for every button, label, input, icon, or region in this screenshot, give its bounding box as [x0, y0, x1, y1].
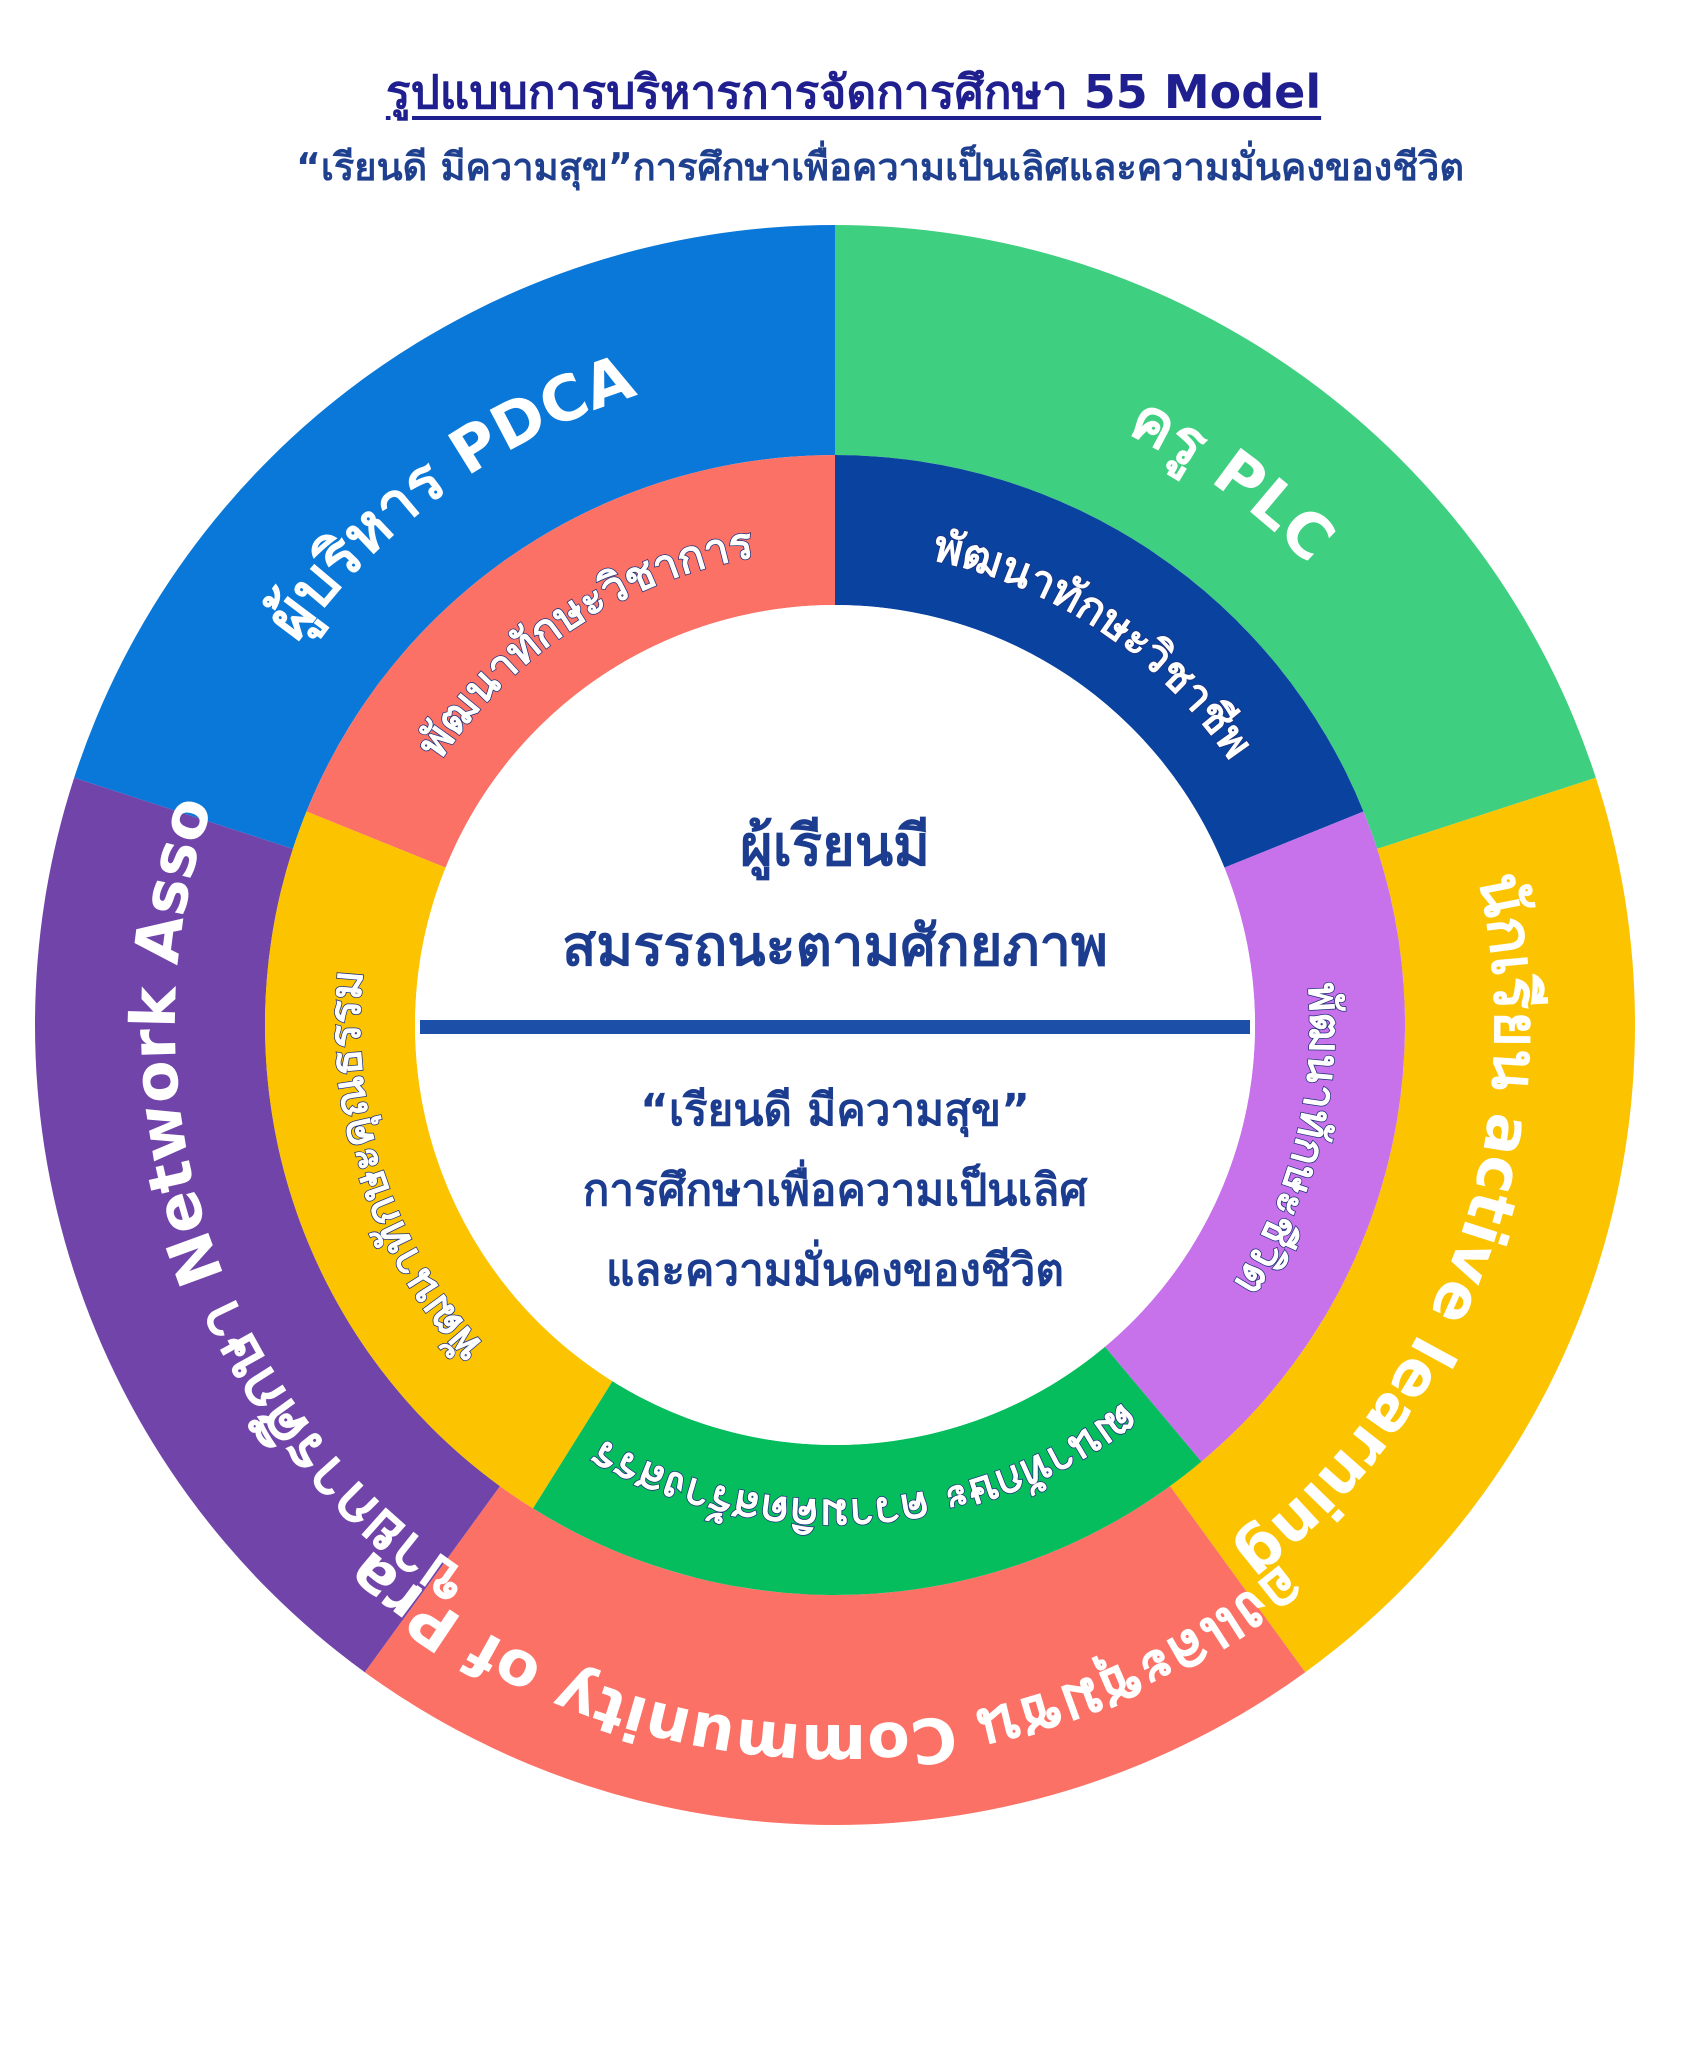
- center-motto-line3: และความมั่นคงของชีวิต: [606, 1239, 1064, 1296]
- page-title: รูปแบบการบริหารการจัดการศึกษา 55 Model: [385, 65, 1322, 119]
- center-heading-line2: สมรรถนะตามศักยภาพ: [562, 914, 1108, 979]
- outer-sector-4: [364, 1486, 1306, 1826]
- inner-sector-1: [306, 455, 835, 868]
- outer-sector-2: [835, 225, 1596, 849]
- inner-sector-3: [1104, 811, 1405, 1462]
- center-motto-line1: “เรียนดี มีความสุข”: [640, 1085, 1030, 1138]
- center-motto-line2: การศึกษาเพื่อความเป็นเลิศ: [583, 1159, 1089, 1216]
- inner-sector-4: [532, 1346, 1202, 1596]
- outer-sector-3: [1170, 777, 1636, 1673]
- center-divider: [420, 1020, 1250, 1034]
- outer-sector-5: [34, 777, 500, 1673]
- inner-sector-5: [264, 811, 613, 1509]
- center-heading-line1: ผู้เรียนมี: [740, 814, 930, 881]
- inner-sector-2: [835, 455, 1364, 868]
- outer-sector-1: [74, 225, 835, 849]
- page-subtitle: “เรียนดี มีความสุข”การศึกษาเพื่อความเป็น…: [295, 145, 1465, 189]
